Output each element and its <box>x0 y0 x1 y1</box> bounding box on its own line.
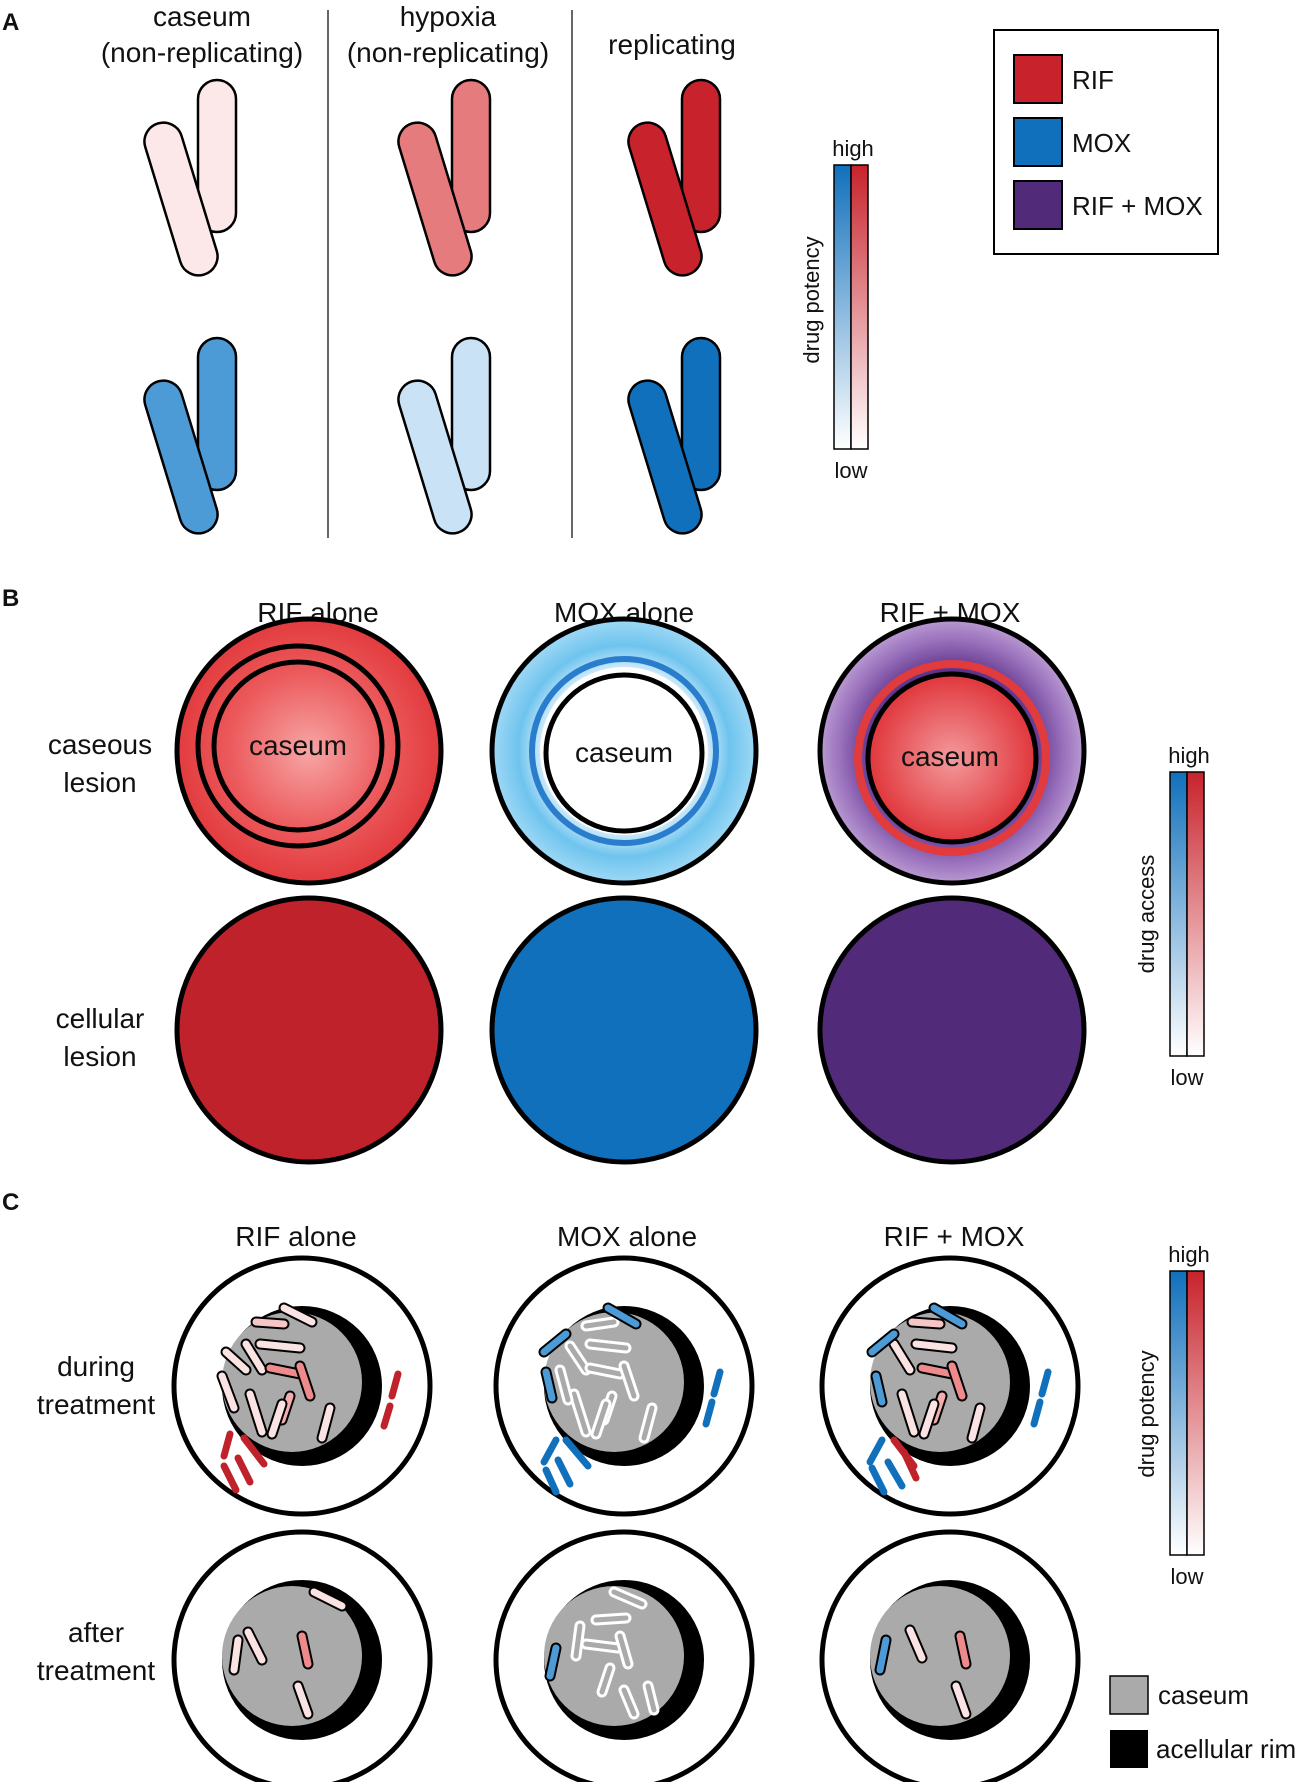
panel-b-scale-high: high <box>1168 743 1210 768</box>
panel-b-access-scale: high low drug access <box>1134 743 1210 1090</box>
panel-c-scale-low: low <box>1170 1564 1203 1589</box>
panel-a-scale-blue-bar <box>833 164 852 450</box>
panel-a-scale-red-bar <box>850 164 869 450</box>
panel-c-mox-during-lesion <box>493 1255 755 1517</box>
panel-c-rif-after-lesion <box>171 1529 433 1782</box>
panel-b-scale-title: drug access <box>1134 855 1159 974</box>
legend-label-mox: MOX <box>1072 128 1131 158</box>
panel-a-rods-mox-hypoxia <box>397 336 492 535</box>
legend-swatch-rim <box>1110 1730 1148 1768</box>
panel-b-combo-caseous-lesion: caseum <box>817 616 1087 886</box>
panel-b-scale-red-bar <box>1186 771 1205 1057</box>
panel-c-scale-red-bar <box>1186 1270 1205 1556</box>
legend-swatch-caseum <box>1109 1675 1149 1715</box>
legend-swatch-rif <box>1013 54 1063 104</box>
panel-a-rods-rif-caseum <box>143 78 238 277</box>
panel-a-rods-rif-hypoxia <box>397 78 492 277</box>
panel-c-col3-title: RIF + MOX <box>884 1221 1025 1252</box>
panel-c-scale-high: high <box>1168 1242 1210 1267</box>
panel-b-scale-low: low <box>1170 1065 1203 1090</box>
panel-a-rods-mox-replicating <box>627 336 722 535</box>
panel-c-col1-title: RIF alone <box>235 1221 356 1252</box>
panel-a-scale-title: drug potency <box>799 236 824 363</box>
legend-swatch-combo <box>1013 180 1063 230</box>
panel-b-combo-caseum-label: caseum <box>901 741 999 772</box>
panel-c-row1-label-line1: during <box>57 1351 135 1382</box>
panel-a-legend: RIF MOX RIF + MOX <box>993 29 1219 255</box>
panel-b-row2-label-line2: lesion <box>63 1041 136 1072</box>
panel-b-rif-caseum-label: caseum <box>249 730 347 761</box>
panel-b-scale-blue-bar <box>1169 771 1188 1057</box>
panel-a-col1-title-line1: caseum <box>153 1 251 32</box>
panel-a-potency-scale: high low drug potency <box>799 136 874 483</box>
panel-c-scale-title: drug potency <box>1134 1350 1159 1477</box>
legend-label-combo: RIF + MOX <box>1072 191 1203 221</box>
panel-c-letter: C <box>2 1189 19 1216</box>
panel-c-col2-title: MOX alone <box>557 1221 697 1252</box>
panel-c-row1-label-line2: treatment <box>37 1389 155 1420</box>
panel-c-row2-label-line2: treatment <box>37 1655 155 1686</box>
panel-a-rods-mox-caseum <box>143 336 238 535</box>
panel-a-letter: A <box>2 9 19 36</box>
panel-a-scale-high: high <box>832 136 874 161</box>
panel-b-combo-cellular-lesion <box>817 895 1087 1165</box>
panel-a-col1-title-line2: (non-replicating) <box>101 37 303 68</box>
panel-c-legend: caseum acellular rim <box>1109 1675 1296 1768</box>
panel-c-mox-after-lesion <box>493 1529 755 1782</box>
panel-c-combo-after-lesion <box>819 1529 1081 1782</box>
panel-b-rif-caseous-lesion: caseum <box>174 616 444 886</box>
panel-a-col2-title-line1: hypoxia <box>400 1 497 32</box>
legend-label-caseum: caseum <box>1158 1680 1249 1710</box>
legend-label-rim: acellular rim <box>1156 1734 1296 1764</box>
panel-b-row1-label-line1: caseous <box>48 729 152 760</box>
legend-label-rif: RIF <box>1072 65 1114 95</box>
panel-b-row1-label-line2: lesion <box>63 767 136 798</box>
panel-b-rif-cellular-lesion <box>174 895 444 1165</box>
legend-swatch-mox <box>1013 117 1063 167</box>
panel-b-mox-cellular-lesion <box>489 895 759 1165</box>
panel-a-scale-low: low <box>834 458 867 483</box>
panel-b-mox-caseum-label: caseum <box>575 737 673 768</box>
panel-c-scale-blue-bar <box>1169 1270 1188 1556</box>
panel-c-row2-label-line1: after <box>68 1617 124 1648</box>
panel-c-rif-during-lesion <box>171 1255 433 1517</box>
panel-b-letter: B <box>2 585 19 612</box>
panel-b-mox-caseous-lesion: caseum <box>489 616 759 886</box>
panel-a-col3-title: replicating <box>608 29 736 60</box>
panel-c-potency-scale: high low drug potency <box>1134 1242 1210 1589</box>
panel-c-combo-during-lesion <box>819 1255 1081 1517</box>
panel-b-row2-label-line1: cellular <box>56 1003 145 1034</box>
panel-a-col2-title-line2: (non-replicating) <box>347 37 549 68</box>
panel-a-rods-rif-replicating <box>627 78 722 277</box>
